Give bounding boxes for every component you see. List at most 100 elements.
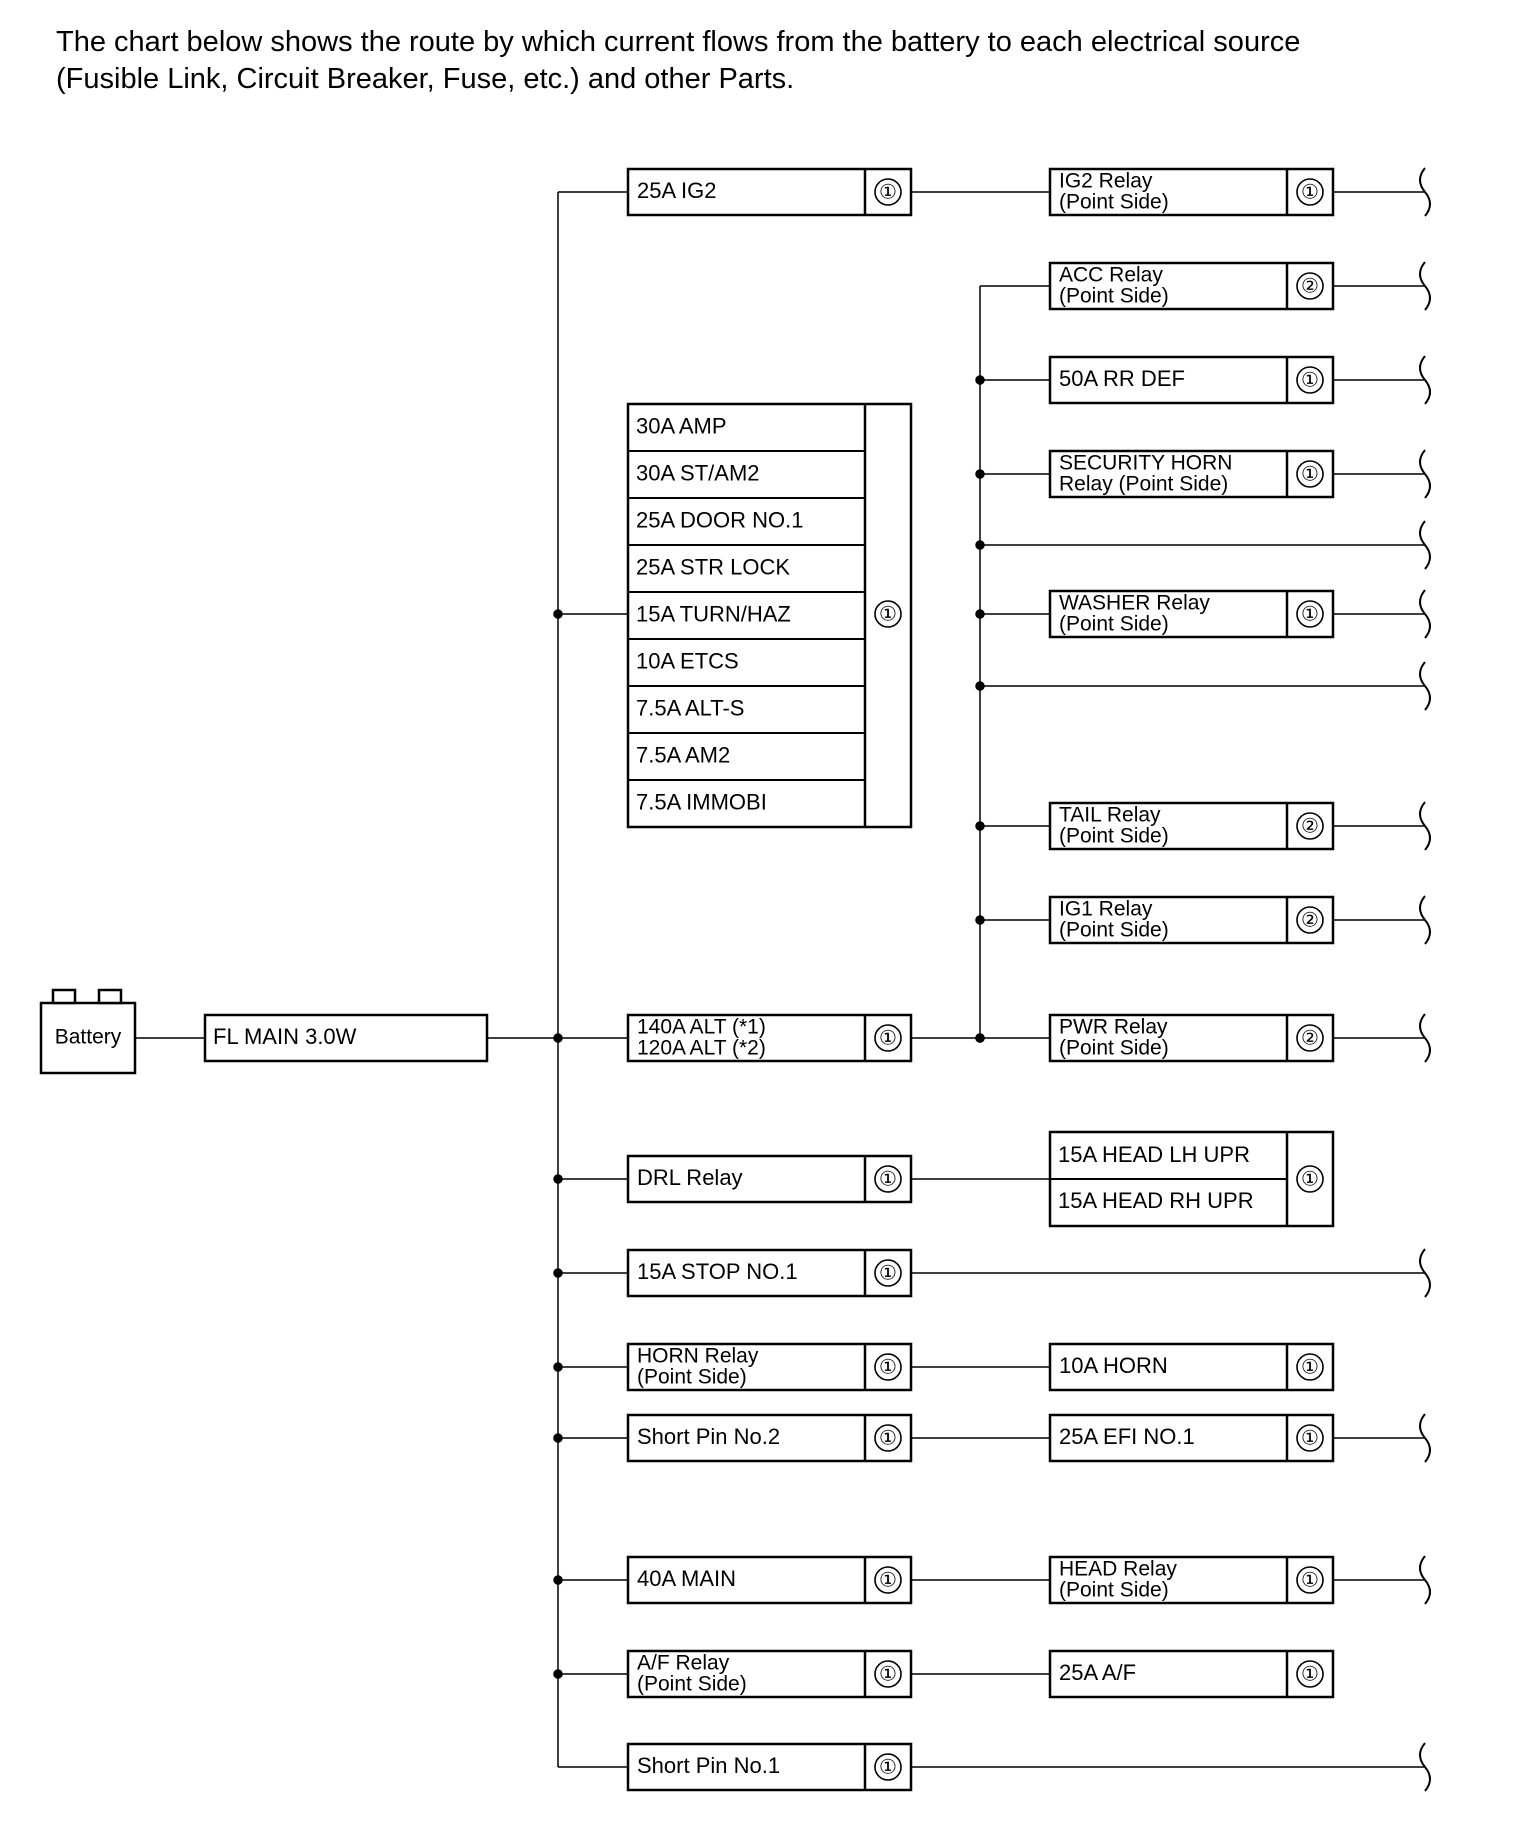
tail-relay-label-line-2: (Point Side) [1059,825,1169,848]
connector-number: ① [879,1027,897,1049]
washer-relay-label-line-1: WASHER Relay [1059,592,1210,615]
continuation-mark [1419,1742,1431,1792]
ig2-relay-label-line-1: IG2 Relay [1059,170,1153,193]
pwr-relay-label-line-1: PWR Relay [1059,1016,1168,1039]
connector-circle [874,1424,902,1452]
fuse-50a-rr-def-label: 50A RR DEF [1059,366,1185,391]
horn-relay-label-line-1: HORN Relay [637,1345,759,1368]
connector-circle [874,1165,902,1193]
connector-number: ② [1301,815,1319,837]
continuation-mark [1419,167,1431,217]
continuation-mark [1419,261,1431,311]
fuse-item: 25A STR LOCK [636,554,790,579]
connector-number: ① [879,181,897,203]
connector-circle [874,1024,902,1052]
connector-number: ① [1301,1168,1319,1190]
connector-number: ① [879,1356,897,1378]
connector-circle [874,1753,902,1781]
connector-number: ② [1301,275,1319,297]
acc-relay-label-line-1: ACC Relay [1059,264,1163,287]
continuation-mark [1419,1555,1431,1605]
continuation-mark [1419,801,1431,851]
title-line-1: The chart below shows the route by which… [56,26,1301,58]
fuse-item: 25A DOOR NO.1 [636,507,804,532]
main-fusible-link [203,1013,489,1063]
connector-circle [1296,460,1324,488]
security-horn-relay-label-line-1: SECURITY HORN [1059,452,1232,475]
ig1-relay-label-line-2: (Point Side) [1059,919,1169,942]
continuation-mark [1419,355,1431,405]
connector-circle [1296,1424,1324,1452]
washer-relay-label-line-2: (Point Side) [1059,613,1169,636]
connector-circle [1296,600,1324,628]
junction-dot [553,1268,563,1278]
connector-number: ① [1301,369,1319,391]
junction-dot [553,1669,563,1679]
main-fusible-link-label: FL MAIN 3.0W [213,1024,357,1049]
continuation-mark [1419,589,1431,639]
battery-box [39,1001,137,1075]
continuation-mark [1419,1013,1431,1063]
connector-number: ① [879,603,897,625]
connector-number: ① [879,1663,897,1685]
fuse-alt-label-line-1: 140A ALT (*1) [637,1016,766,1039]
junction-dot [553,1362,563,1372]
wires [135,167,1431,1792]
page-title: The chart below shows the route by which… [56,24,1456,98]
junction-dot [553,1575,563,1585]
connector-circle [874,1353,902,1381]
continuation-mark [1419,1413,1431,1463]
fuse-alt-label-line-2: 120A ALT (*2) [637,1037,766,1060]
battery-terminal-positive [97,988,123,1005]
connector-circle [1296,812,1324,840]
connector-number: ① [1301,1427,1319,1449]
battery-terminal-negative [51,988,77,1005]
junction-dot [553,1033,563,1043]
continuation-mark [1419,661,1431,711]
connector-number: ① [1301,463,1319,485]
connector-circle [874,600,902,628]
fuse-15a-stop-no1-label: 15A STOP NO.1 [637,1259,798,1284]
connector-circle [1296,1024,1324,1052]
head-relay-label-line-1: HEAD Relay [1059,1558,1177,1581]
short-pin-no2-label: Short Pin No.2 [637,1424,780,1449]
af-relay-label-line-1: A/F Relay [637,1652,730,1675]
connector-circle [1296,1353,1324,1381]
connector-number: ① [879,1427,897,1449]
pwr-relay-label-line-2: (Point Side) [1059,1037,1169,1060]
fuse-25a-ig2-label: 25A IG2 [637,178,717,203]
connector-circle [1296,1660,1324,1688]
connector-circle [1296,906,1324,934]
junction-dot [553,1433,563,1443]
connector-circle [1296,1165,1324,1193]
connector-number: ① [1301,1569,1319,1591]
continuation-mark [1419,520,1431,570]
fuse-40a-main-label: 40A MAIN [637,1566,736,1591]
af-relay-label-line-2: (Point Side) [637,1673,747,1696]
acc-relay-label-line-2: (Point Side) [1059,285,1169,308]
fuse-10a-horn-label: 10A HORN [1059,1353,1168,1378]
fuse-item: 15A TURN/HAZ [636,601,791,626]
head-relay-label-line-2: (Point Side) [1059,1579,1169,1602]
fuse-item: 7.5A IMMOBI [636,789,767,814]
junction-dot [553,1174,563,1184]
fuse-25a-efi-no1-label: 25A EFI NO.1 [1059,1424,1195,1449]
tail-relay-label-line-1: TAIL Relay [1059,804,1161,827]
connector-circle [1296,178,1324,206]
drl-relay-label: DRL Relay [637,1165,743,1190]
connector-number: ① [879,1168,897,1190]
connector-circle [874,178,902,206]
fuse-item: 7.5A ALT-S [636,695,744,720]
connector-number: ① [1301,1663,1319,1685]
connector-circle [1296,1566,1324,1594]
connector-number: ① [879,1756,897,1778]
security-horn-relay-label-line-2: Relay (Point Side) [1059,473,1228,496]
connector-number: ① [879,1569,897,1591]
connector-number: ② [1301,1027,1319,1049]
continuation-mark [1419,895,1431,945]
ig1-relay-label-line-1: IG1 Relay [1059,898,1153,921]
connector-number: ② [1301,909,1319,931]
